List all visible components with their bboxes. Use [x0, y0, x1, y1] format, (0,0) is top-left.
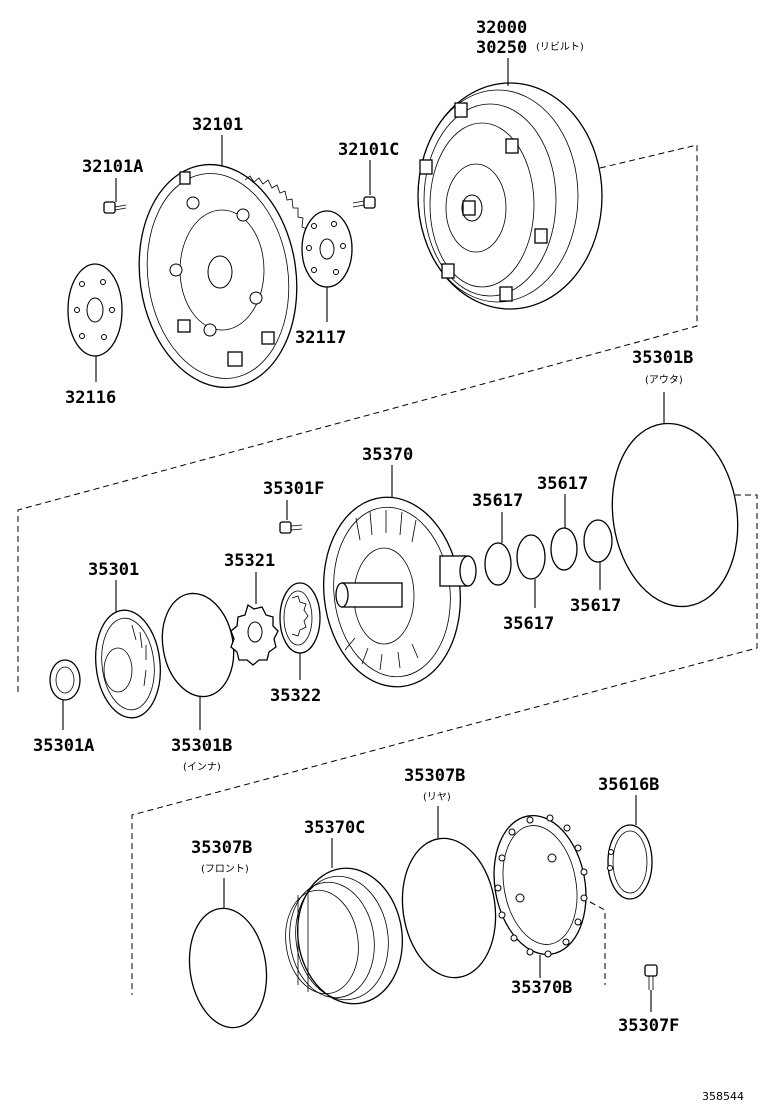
bolt-35301F[interactable] — [279, 521, 303, 534]
label-35301F: 35301F — [263, 479, 324, 499]
driven-gear-35322[interactable] — [279, 582, 321, 654]
label-35617-top-left: 35617 — [472, 491, 523, 511]
label-35307F: 35307F — [618, 1016, 679, 1036]
label-32101C: 32101C — [338, 140, 399, 160]
oring-35301B-outer[interactable] — [601, 415, 749, 614]
seal-ring-35617-4[interactable] — [583, 519, 613, 563]
label-35307B-front-note: (フロント) — [201, 864, 249, 875]
oring-35307B-rear[interactable] — [394, 832, 505, 983]
label-30250: 30250 — [476, 38, 527, 58]
label-35301B-outer: 35301B — [632, 348, 693, 368]
drive-plate-32101[interactable] — [125, 154, 311, 398]
label-35307B-rear-note: (リヤ) — [423, 792, 451, 803]
label-35307B-front: 35307B — [191, 838, 252, 858]
oil-seal-35301A[interactable] — [49, 659, 81, 701]
clutch-drum-35370C[interactable] — [279, 861, 411, 1010]
label-32116: 32116 — [65, 388, 116, 408]
label-30250-note: (リビルト) — [536, 41, 584, 53]
label-32101A: 32101A — [82, 157, 143, 177]
clutch-hub-35370B[interactable] — [484, 808, 597, 962]
bolt-32101C[interactable] — [352, 196, 376, 209]
label-35617-bottom-left: 35617 — [503, 614, 554, 634]
bolt-32101A[interactable] — [103, 201, 127, 214]
drive-gear-35321[interactable] — [230, 603, 279, 666]
label-35301B-inner: 35301B — [171, 736, 232, 756]
label-35617-bottom-right: 35617 — [570, 596, 621, 616]
label-35370C: 35370C — [304, 818, 365, 838]
label-35307B-rear: 35307B — [404, 766, 465, 786]
spacer-32116[interactable] — [67, 263, 123, 357]
label-35301A: 35301A — [33, 736, 94, 756]
label-35301B-outer-note: (アウタ) — [645, 374, 683, 386]
seal-ring-35617-3[interactable] — [550, 527, 578, 571]
label-35370B: 35370B — [511, 978, 572, 998]
seal-ring-35617-1[interactable] — [484, 542, 512, 586]
group-outline-upper — [17, 144, 698, 693]
label-35617-top-right: 35617 — [537, 474, 588, 494]
bolt-35307F[interactable] — [644, 964, 658, 990]
label-32117: 32117 — [295, 328, 346, 348]
pump-cover-35301[interactable] — [91, 607, 166, 721]
group-outline-middle — [131, 494, 758, 995]
group-outline-lower — [589, 901, 606, 985]
label-32000: 32000 — [476, 18, 527, 38]
torque-converter-32000[interactable] — [417, 82, 603, 310]
label-35616B: 35616B — [598, 775, 659, 795]
label-35321: 35321 — [224, 551, 275, 571]
oil-pump-body-35370[interactable] — [314, 490, 477, 693]
label-32101: 32101 — [192, 115, 243, 135]
label-35301: 35301 — [88, 560, 139, 580]
label-35301B-inner-note: (インナ) — [183, 761, 221, 773]
seal-ring-35617-2[interactable] — [516, 534, 546, 580]
figure-id: 358544 — [702, 1090, 744, 1103]
label-35370: 35370 — [362, 445, 413, 465]
label-35322: 35322 — [270, 686, 321, 706]
oring-35307B-front[interactable] — [182, 903, 274, 1032]
spacer-32117[interactable] — [301, 210, 353, 288]
oring-35301B-inner[interactable] — [155, 588, 242, 703]
snap-ring-35616B[interactable] — [607, 824, 653, 900]
